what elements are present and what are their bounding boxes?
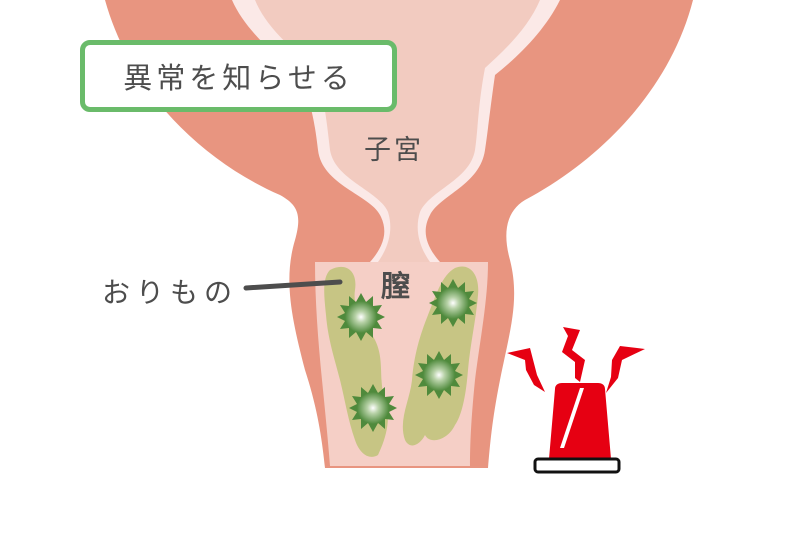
title-text: 異常を知らせる (123, 61, 354, 95)
uterus-label: 子宮 (364, 135, 424, 166)
discharge-label: おりもの (102, 276, 239, 309)
germ-icon (337, 293, 385, 341)
germ-icon (415, 351, 463, 399)
germ-icon (349, 384, 397, 432)
germ-icons (337, 279, 477, 432)
warning-siren-icon (507, 327, 645, 474)
title-box: 異常を知らせる (80, 40, 397, 112)
vagina-label: 膣 (381, 269, 411, 303)
discharge-leader-line (243, 279, 343, 291)
germ-icon (429, 279, 477, 327)
